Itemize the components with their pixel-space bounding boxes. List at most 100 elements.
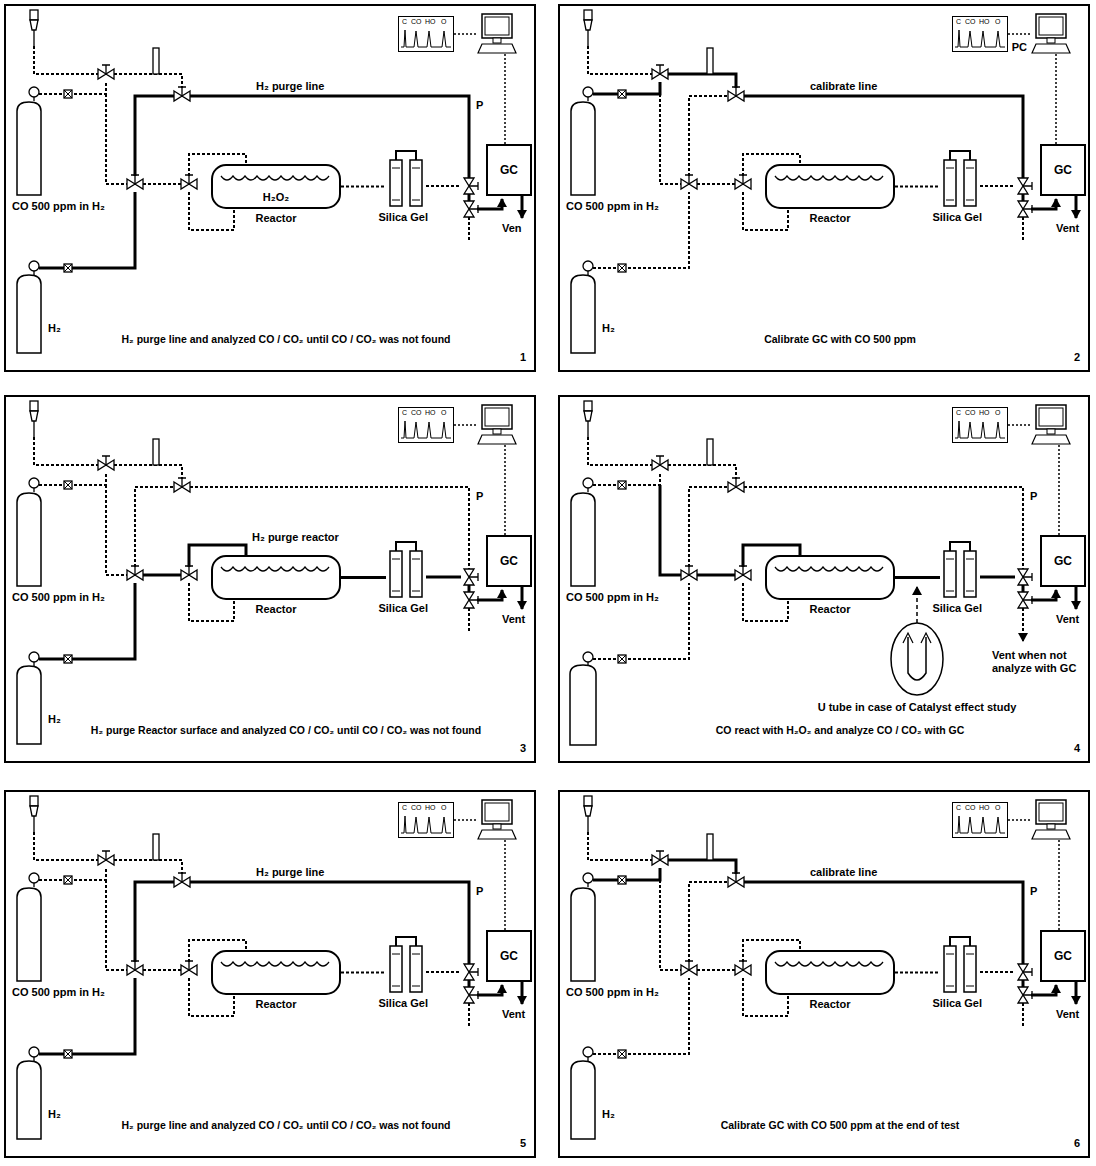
gas-cylinder: CO 500 ppm in H₂ <box>570 492 596 587</box>
diagram-label: P <box>476 490 483 503</box>
data-cable <box>1008 33 1030 35</box>
pressure-gauge <box>583 873 593 883</box>
panel-caption: H₂ purge line and analyzed CO / CO₂ unti… <box>46 1119 526 1132</box>
silica-bridge <box>950 542 970 551</box>
valve-stem <box>1023 596 1032 604</box>
data-cable <box>1055 54 1057 144</box>
silica-gel-tubes <box>386 148 426 208</box>
cylinder-body <box>17 888 41 981</box>
valve-stem <box>1023 968 1032 976</box>
idle-pipe <box>114 74 182 88</box>
cylinder-outline <box>570 492 596 587</box>
gc-label: GC <box>488 164 530 177</box>
cylinder-label: H₂ <box>602 322 615 335</box>
pc-stand <box>1047 38 1055 43</box>
gc-inlet-arrow <box>1031 199 1056 209</box>
silica-gel-trap: Silica Gel <box>940 148 980 208</box>
silica-tube <box>964 946 976 992</box>
chromatogram-display: CCOHOO <box>952 802 1008 838</box>
reactor-body <box>212 951 340 994</box>
valve-stem <box>185 175 193 184</box>
vent-pipe <box>468 217 470 242</box>
chromatogram-trace <box>955 816 1005 833</box>
needle-valve <box>584 401 592 411</box>
pc-monitor <box>482 14 512 38</box>
liquid-surface <box>221 962 329 966</box>
reactor-outline <box>765 555 895 600</box>
reactor-vessel: Reactor <box>765 164 895 209</box>
active-pipe <box>668 74 736 88</box>
shutoff-valve-cross <box>64 264 72 272</box>
reactor-outline <box>765 164 895 209</box>
gc-box: GC <box>486 930 532 982</box>
idle-pipe <box>697 183 735 185</box>
reactor-body <box>212 165 340 208</box>
diagram-label: Vent <box>1056 613 1079 626</box>
needle-valve <box>30 10 38 20</box>
peak-label: CO <box>411 18 422 26</box>
pressure-gauge <box>29 87 39 97</box>
silica-fill-line <box>412 954 420 986</box>
idle-pipe <box>660 880 681 970</box>
pc-monitor <box>482 800 512 824</box>
panel-caption: H₂ purge Reactor surface and analyzed CO… <box>46 724 526 737</box>
silica-gel-tubes <box>940 934 980 994</box>
gc-label: GC <box>1042 950 1084 963</box>
pressure-gauge <box>583 478 593 488</box>
gc-vent-arrow <box>1075 196 1078 218</box>
panel-caption: H₂ purge line and analyzed CO / CO₂ unti… <box>46 333 526 346</box>
peak-label: C <box>402 409 407 417</box>
valve-stem <box>732 873 740 882</box>
panel-number: 5 <box>520 1137 526 1150</box>
needle-valve <box>584 796 592 806</box>
gas-cylinder: H₂ <box>16 1060 42 1140</box>
gc-vent-arrow <box>1075 982 1078 1004</box>
reactor-label: Reactor <box>191 603 361 616</box>
shutoff-valve-cross <box>618 90 626 98</box>
pressure-gauge <box>29 261 39 271</box>
cylinder-label: H₂ <box>602 1108 615 1121</box>
data-cable <box>504 445 506 535</box>
valve-stem <box>131 175 139 184</box>
gas-cylinder: CO 500 ppm in H₂ <box>16 101 42 196</box>
valve-stem <box>102 65 110 74</box>
cylinder-outline <box>570 887 596 982</box>
silica-gel-tubes <box>386 934 426 994</box>
shutoff-valve <box>64 655 72 663</box>
reactor-vessel: Reactor <box>765 555 895 600</box>
gas-cylinder <box>570 665 596 745</box>
reactor-body <box>212 556 340 599</box>
gc-box: GC <box>1040 144 1086 196</box>
pc-screen <box>1039 408 1063 426</box>
idle-pipe <box>660 94 681 184</box>
peak-label: O <box>995 18 1000 26</box>
silica-gel-trap: Silica Gel <box>940 539 980 599</box>
silica-bridge <box>950 151 970 160</box>
idle-pipe <box>106 485 127 575</box>
pc-keyboard <box>478 44 516 53</box>
pressure-gauge <box>29 873 39 883</box>
peak-label: HO <box>425 409 436 417</box>
shutoff-valve-cross <box>64 90 72 98</box>
regulator-stem <box>587 883 588 887</box>
regulator-stem <box>33 271 34 275</box>
shutoff-valve-cross <box>64 655 72 663</box>
reactor-vessel: Reactor <box>211 950 341 995</box>
silica-tube <box>390 160 402 206</box>
gc-vent-arrow <box>521 196 524 218</box>
peak-label: C <box>402 18 407 26</box>
gc-vent-arrow <box>521 587 524 609</box>
active-pipe <box>1022 585 1025 592</box>
diagram-label: Vent <box>502 613 525 626</box>
cylinder-label: CO 500 ppm in H₂ <box>12 591 105 604</box>
needle-valve <box>584 10 592 20</box>
gc-box: GC <box>486 144 532 196</box>
liquid-surface <box>221 567 329 571</box>
peak-label: HO <box>425 18 436 26</box>
regulator-stem <box>587 97 588 101</box>
shutoff-valve <box>618 655 626 663</box>
idle-pipe <box>689 96 728 176</box>
pressure-gauge <box>29 1047 39 1057</box>
active-pipe <box>468 585 471 592</box>
reactor-contents: H₂O₂ <box>211 191 341 204</box>
